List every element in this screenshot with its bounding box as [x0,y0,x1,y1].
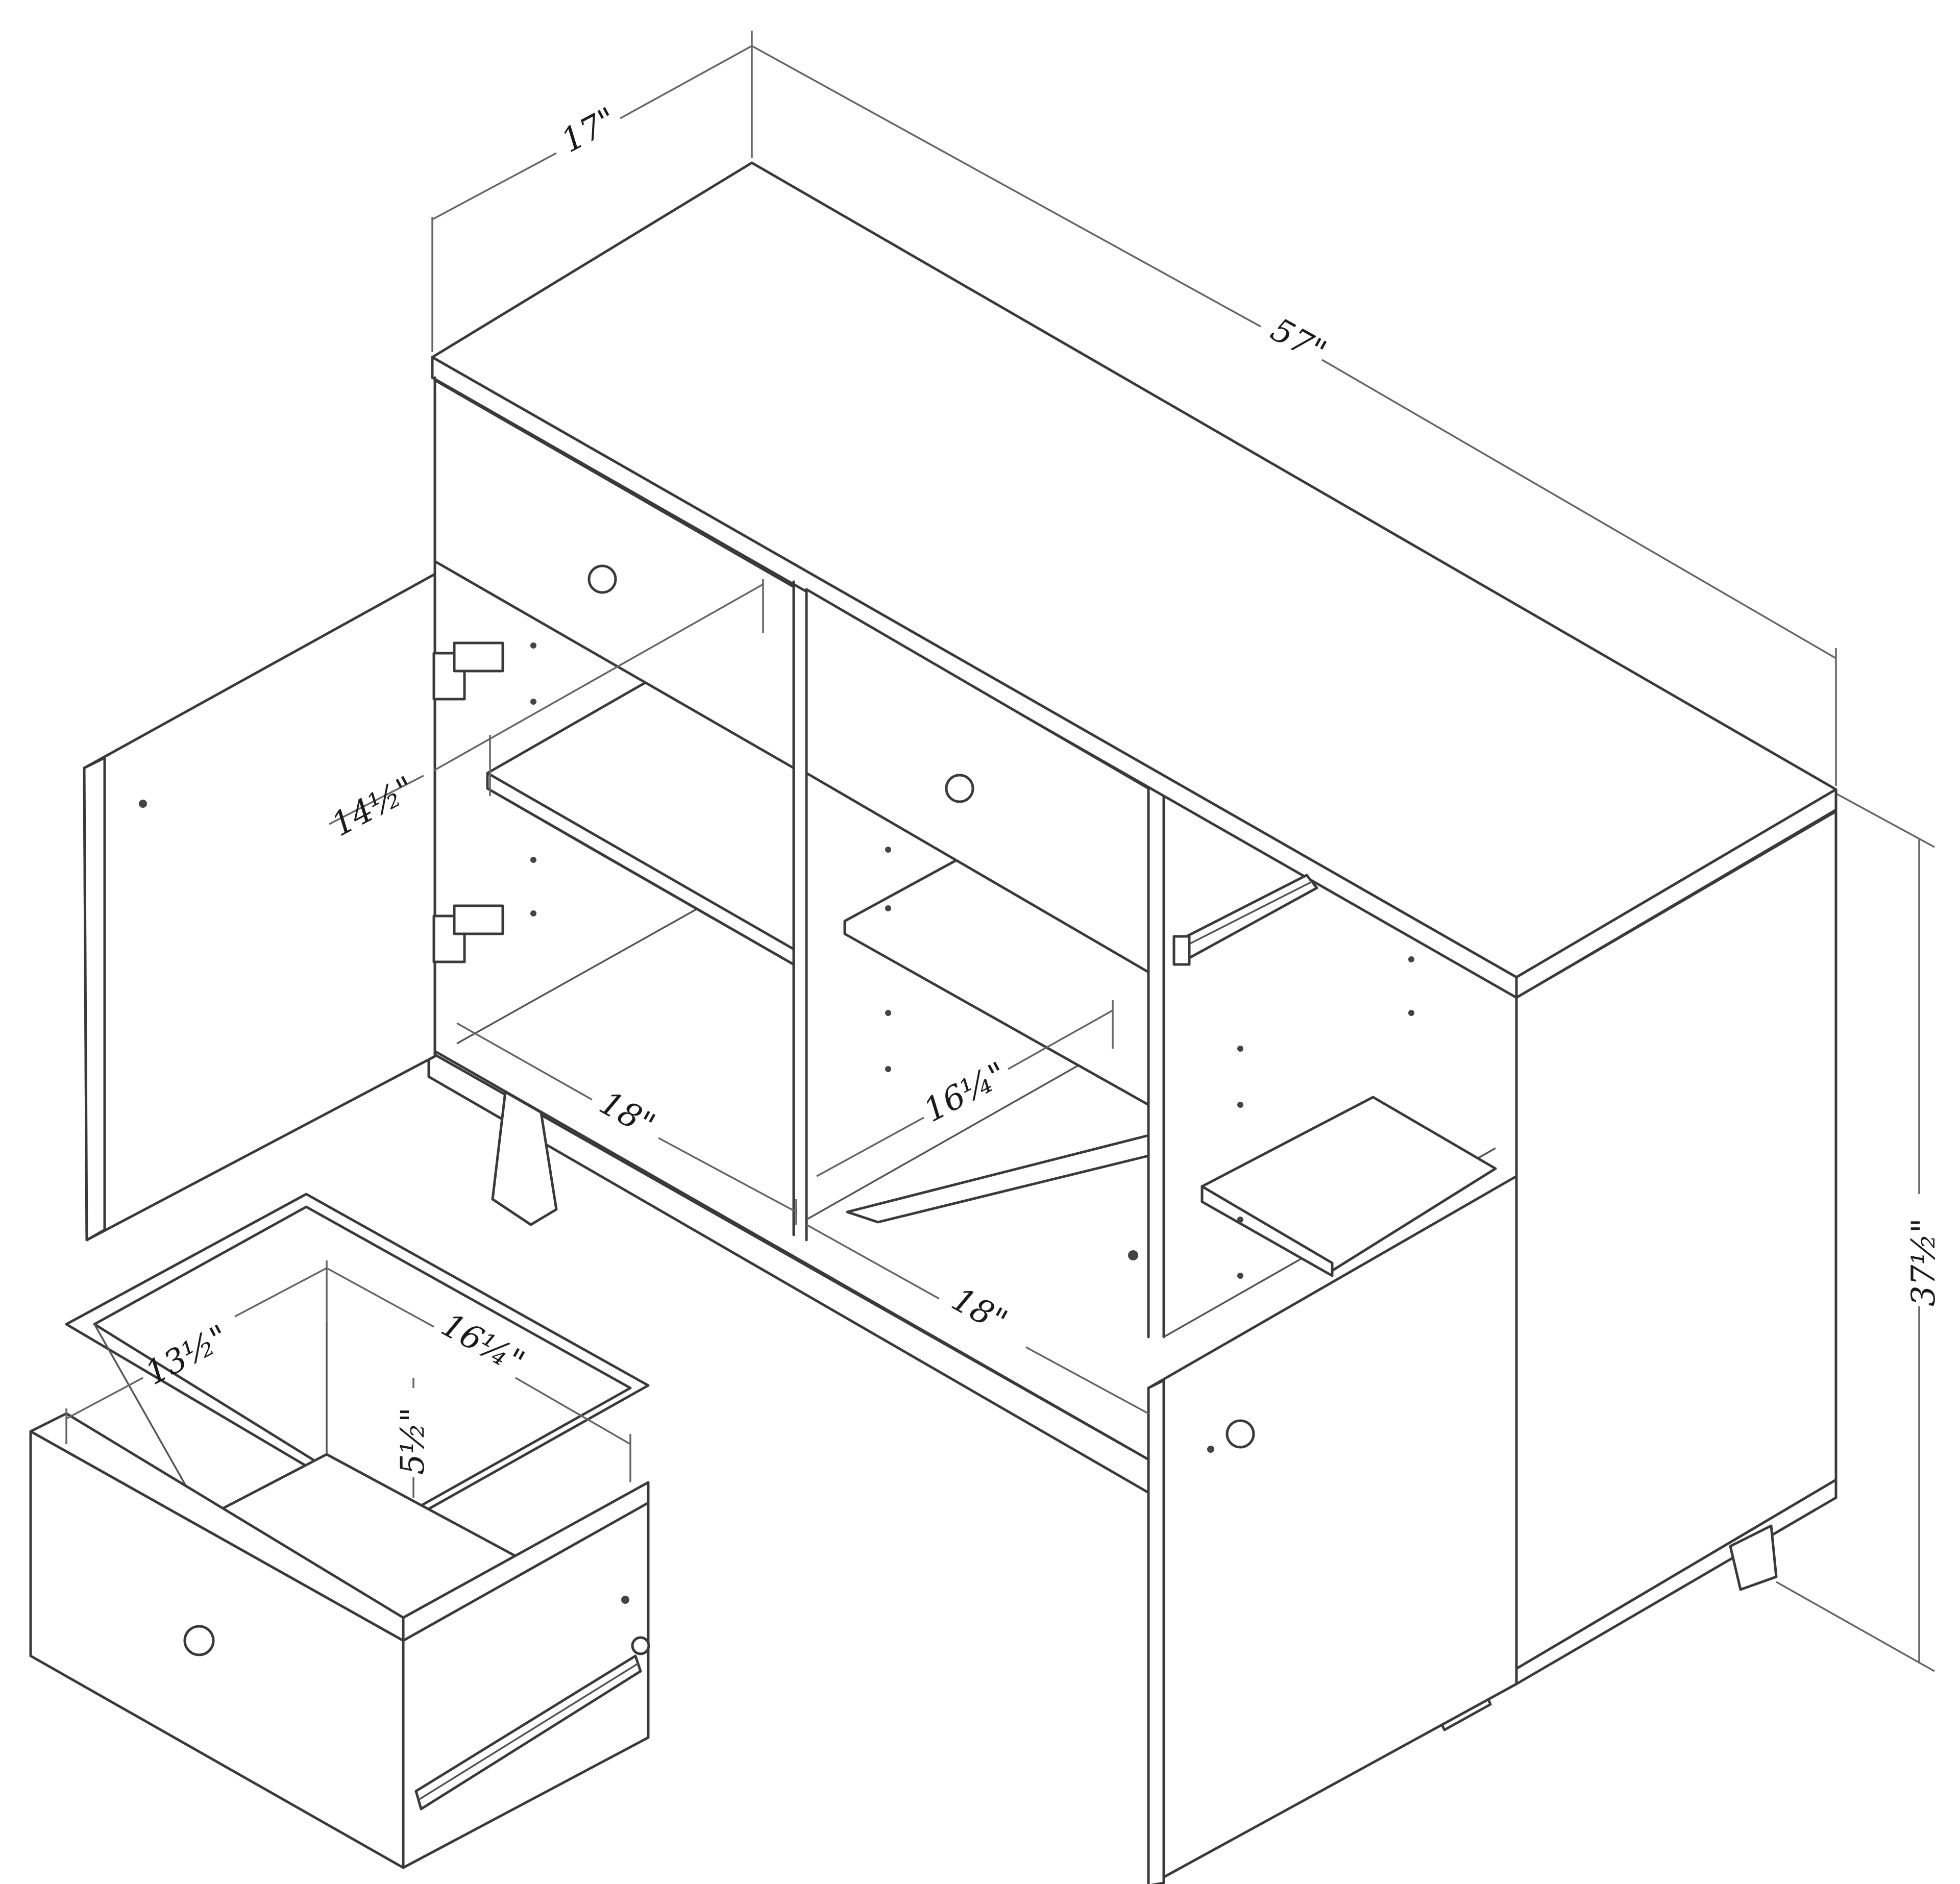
hinge-icon [432,641,504,701]
interior-dimension-lines [65,579,1149,1498]
label-overall-width: 57" [1264,311,1332,371]
leg-front-left [491,1090,558,1226]
removed-drawer [29,1193,650,1869]
label-center-compartment-depth: 16¼" [918,1055,1013,1130]
label-left-compartment-width: 18" [593,1084,661,1144]
left-door [83,573,504,1242]
label-drawer-height: 5½" [394,1407,432,1475]
label-overall-depth: 17" [555,101,623,160]
upper-center-drawer [805,588,1150,974]
shelf-pin-holes [530,642,1414,1279]
knob-icon [1226,1419,1255,1449]
knob-icon [183,1625,215,1656]
knob-icon [945,774,974,803]
label-overall-height: 37½" [1905,1218,1943,1306]
overall-dimension-lines [431,31,1935,1672]
right-door [1147,1175,1518,1884]
leg-back-right [1729,1524,1778,1591]
upper-left-drawer [433,379,795,770]
label-center-compartment-width: 18" [945,1280,1013,1341]
knob-icon [587,564,617,594]
center-shelf-lower [846,1134,1150,1224]
hinge-icon [432,904,504,963]
